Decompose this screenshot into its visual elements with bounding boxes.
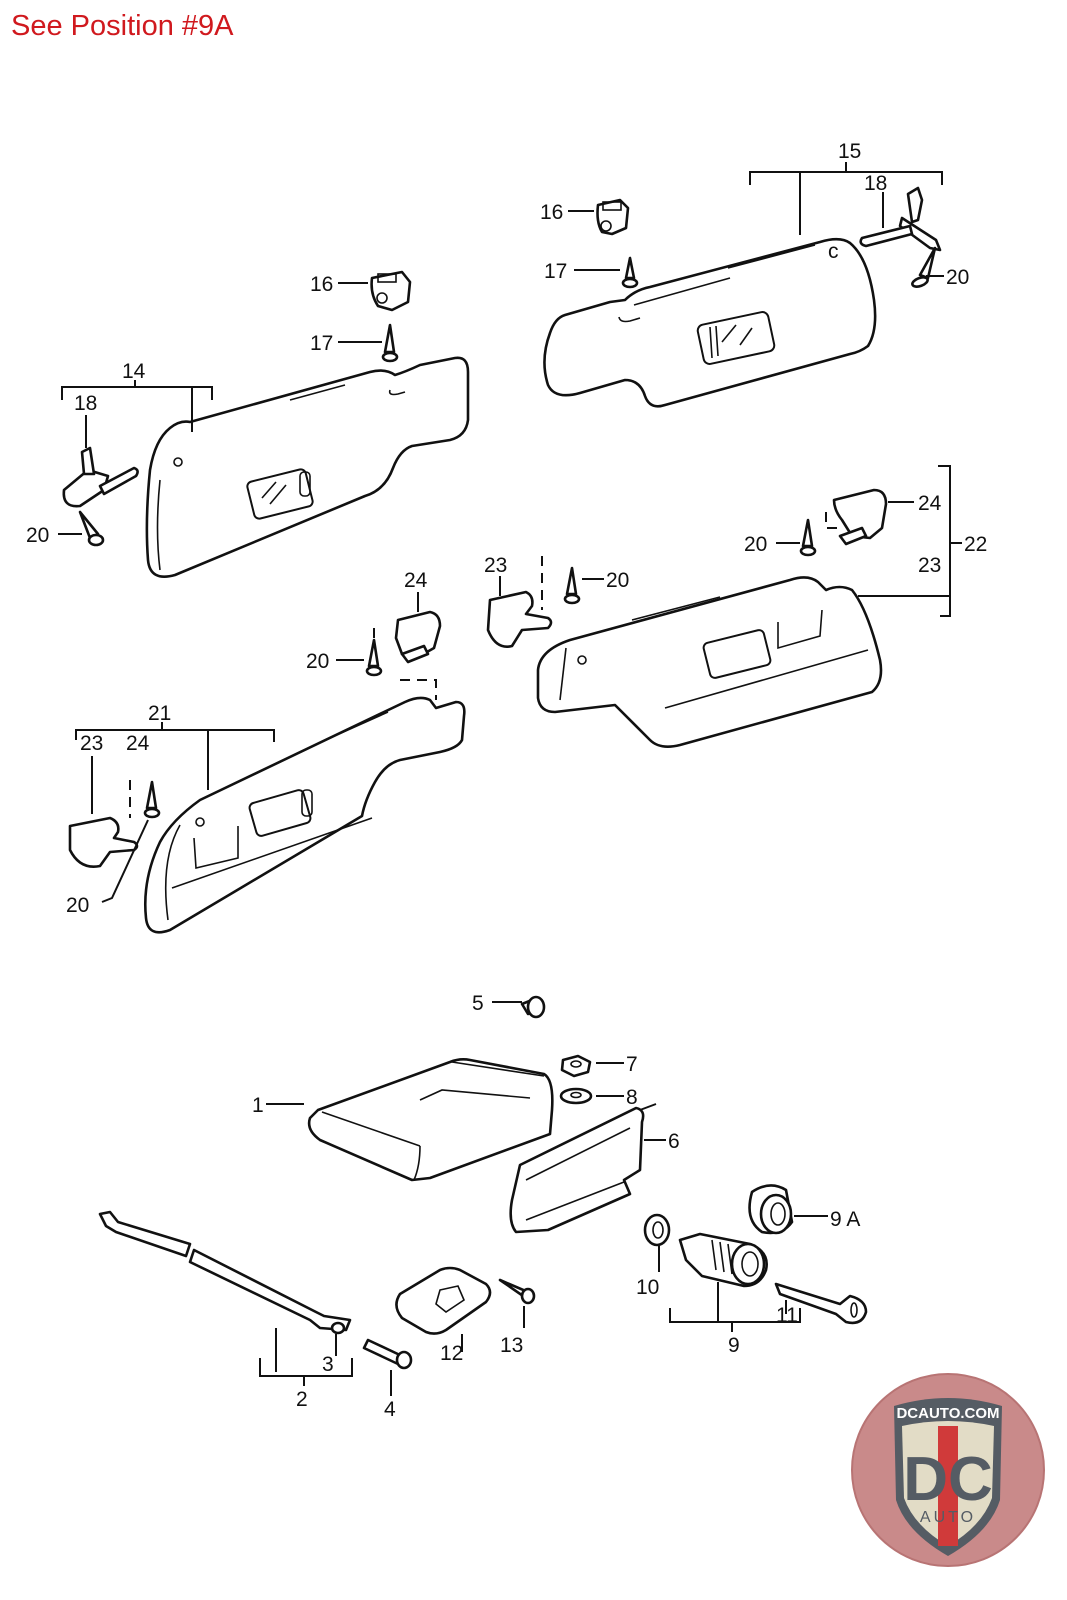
visor-bracket-24[interactable] — [394, 610, 442, 664]
visor-bracket-23[interactable] — [68, 816, 139, 868]
callout-17: 17 — [310, 332, 333, 355]
callout-18: 18 — [74, 392, 97, 415]
logo-top-text: DCAUTO.COM — [896, 1405, 999, 1422]
bracket-9 — [669, 1308, 801, 1323]
screw-13[interactable] — [498, 1278, 536, 1305]
see-position-note: See Position #9A — [11, 10, 234, 42]
sun-visor-14[interactable] — [145, 356, 470, 578]
callout-16: 16 — [540, 201, 563, 224]
sun-visor-21[interactable] — [144, 696, 466, 934]
callout-20: 20 — [946, 266, 969, 289]
callout-6: 6 — [668, 1130, 680, 1153]
callout-10: 10 — [636, 1276, 659, 1299]
screw-20[interactable] — [799, 518, 817, 557]
callout-16: 16 — [310, 273, 333, 296]
callout-24: 24 — [126, 732, 150, 755]
callout-1: 1 — [252, 1094, 264, 1117]
callout-20: 20 — [744, 533, 767, 556]
screw-20[interactable] — [563, 566, 581, 605]
nut-7[interactable] — [560, 1054, 592, 1078]
callout-21: 21 — [148, 702, 171, 725]
callout-3: 3 — [322, 1353, 334, 1376]
sun-visor-15[interactable]: c — [543, 237, 877, 408]
callout-20: 20 — [66, 894, 89, 917]
callout-23: 23 — [484, 554, 507, 577]
key-11[interactable] — [774, 1282, 868, 1325]
callout-5: 5 — [472, 992, 484, 1015]
callout-20: 20 — [306, 650, 329, 673]
callout-11: 11 — [776, 1304, 798, 1327]
screw-20[interactable] — [365, 638, 383, 677]
glove-box-lid-6[interactable] — [509, 1103, 657, 1234]
lock-cap-9a[interactable] — [748, 1184, 794, 1235]
bracket-14 — [61, 386, 213, 400]
callout-20: 20 — [26, 524, 49, 547]
clip-5[interactable] — [520, 995, 546, 1019]
callout-13: 13 — [500, 1334, 523, 1357]
bracket-21 — [75, 729, 275, 742]
screw-20[interactable] — [143, 780, 161, 819]
visor-mount-18[interactable] — [859, 186, 942, 252]
lock-plate-12[interactable] — [395, 1266, 492, 1335]
callout-9a: 9 A — [830, 1208, 860, 1231]
bracket-15 — [749, 171, 943, 185]
lock-cylinder-9[interactable] — [678, 1232, 768, 1288]
callout-17: 17 — [544, 260, 567, 283]
screw-20[interactable] — [78, 510, 105, 547]
visor-mount-18[interactable] — [62, 446, 139, 508]
callout-18: 18 — [864, 172, 887, 195]
callout-22: 22 — [964, 533, 987, 556]
washer-10[interactable] — [643, 1213, 671, 1247]
callout-14: 14 — [122, 360, 146, 383]
washer-8[interactable] — [559, 1087, 593, 1105]
visor-clip-16[interactable] — [596, 198, 630, 236]
visor-bracket-24[interactable] — [832, 488, 888, 546]
callout-24: 24 — [918, 492, 942, 515]
callout-23: 23 — [80, 732, 103, 755]
glove-box-1[interactable] — [307, 1058, 554, 1182]
bracket-22 — [938, 465, 951, 617]
check-strap-2[interactable] — [98, 1210, 352, 1335]
callout-20: 20 — [606, 569, 629, 592]
bracket-2 — [259, 1358, 353, 1377]
screw-17[interactable] — [381, 323, 399, 363]
screw-4[interactable] — [362, 1338, 413, 1370]
callout-15: 15 — [838, 140, 861, 163]
callout-12: 12 — [440, 1342, 463, 1365]
callout-4: 4 — [384, 1398, 396, 1421]
dc-auto-logo: DCAUTO.COM DC AUTO — [850, 1372, 1046, 1568]
callout-9: 9 — [728, 1334, 740, 1357]
callout-24: 24 — [404, 569, 428, 592]
callout-23: 23 — [918, 554, 941, 577]
logo-sub-text: AUTO — [920, 1509, 976, 1526]
screw-20[interactable] — [911, 246, 937, 288]
visor-clip-16[interactable] — [370, 270, 412, 312]
sun-visor-22[interactable] — [536, 576, 883, 748]
callout-8: 8 — [626, 1086, 638, 1109]
callout-7: 7 — [626, 1053, 638, 1076]
visor-bracket-23[interactable] — [486, 590, 553, 648]
callout-2: 2 — [296, 1388, 308, 1411]
logo-main-text: DC — [903, 1445, 993, 1514]
svg-text:c: c — [828, 240, 839, 263]
screw-17[interactable] — [621, 256, 639, 289]
